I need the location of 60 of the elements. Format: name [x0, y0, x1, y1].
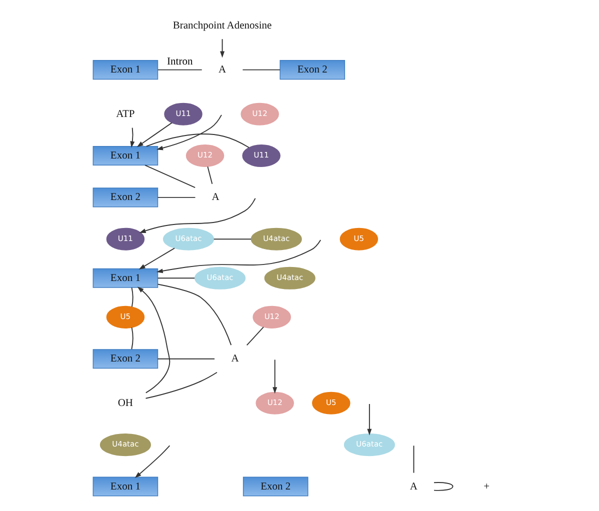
connector [433, 482, 453, 490]
node-ellipse: U11 [164, 102, 202, 125]
node-box: Exon 1 [92, 268, 158, 288]
node-ellipse: U12 [185, 144, 224, 167]
arrow [136, 122, 172, 147]
node-box: Exon 1 [92, 476, 158, 496]
arrow [272, 358, 277, 394]
connector [156, 68, 202, 70]
connector [242, 68, 280, 70]
connector [212, 238, 251, 240]
node-text: Branchpoint Adenosine [172, 20, 272, 31]
connector [206, 166, 212, 184]
node-ellipse: U4atac [250, 227, 302, 250]
connector [156, 283, 232, 346]
edge-label: Intron [166, 56, 192, 68]
arrow [156, 238, 321, 273]
node-ellipse: U6atac [194, 266, 246, 289]
connector [144, 164, 196, 188]
node-text: ATP [116, 108, 134, 120]
node-ellipse: U5 [106, 305, 144, 328]
arrow [138, 247, 174, 269]
connector [412, 444, 414, 473]
node-text: OH [117, 397, 133, 408]
node-text: A [230, 353, 238, 364]
arrow [138, 197, 256, 232]
node-ellipse: U4atac [99, 433, 150, 456]
node-ellipse: U12 [252, 305, 290, 328]
node-box: Exon 1 [92, 146, 158, 166]
node-ellipse: U12 [240, 102, 278, 125]
arrow [136, 286, 170, 393]
node-ellipse: U12 [255, 391, 294, 414]
node-ellipse: U5 [339, 227, 378, 250]
node-box: Exon 2 [279, 60, 345, 80]
connector [246, 326, 264, 346]
connector [145, 133, 249, 148]
arrow [220, 38, 224, 58]
node-box: Exon 2 [92, 187, 158, 207]
node-ellipse: U11 [242, 144, 280, 167]
node-ellipse: U6atac [162, 227, 214, 250]
node-ellipse: U4atac [264, 266, 315, 289]
node-ellipse: U11 [106, 227, 144, 250]
node-text: A [218, 64, 226, 76]
node-box: Exon 2 [92, 348, 158, 368]
connector [144, 371, 217, 398]
connector [156, 358, 215, 359]
node-ellipse: U5 [312, 391, 350, 414]
arrow [134, 444, 170, 478]
connector [156, 277, 195, 278]
arrow [130, 126, 134, 148]
node-box: Exon 1 [92, 60, 158, 80]
node-text: A [409, 480, 418, 492]
connector [156, 196, 196, 198]
connector [130, 286, 133, 307]
arrow [366, 403, 372, 435]
node-ellipse: U6atac [343, 433, 394, 456]
connector [130, 326, 133, 350]
arrow [156, 114, 222, 150]
node-text: A [211, 192, 219, 203]
label: + [483, 480, 490, 492]
node-box: Exon 2 [242, 476, 308, 496]
